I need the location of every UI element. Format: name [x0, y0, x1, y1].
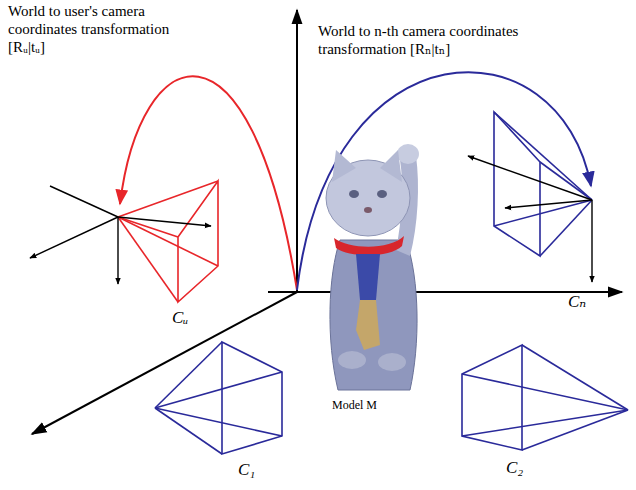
camera-axis [468, 156, 592, 200]
model-bib [356, 254, 380, 300]
camera-axis [117, 217, 118, 284]
camera-frustum-face [222, 342, 282, 454]
nth-camera [494, 112, 592, 256]
model-ear [380, 150, 402, 182]
model-foot [338, 351, 366, 369]
model-nose [364, 207, 372, 213]
transform-label: World to n-th camera coordinates transfo… [318, 22, 600, 58]
camera-1 [155, 342, 282, 454]
camera-axis [118, 217, 211, 226]
frustum-edge [155, 372, 282, 408]
model-foot [378, 353, 406, 371]
camera-label: Cₙ [568, 292, 586, 312]
camera-frustum-face [178, 181, 218, 302]
camera-label: C₁ [238, 460, 255, 480]
camera-label: Cᵤ [172, 308, 188, 328]
cat-model [326, 144, 419, 390]
camera-2 [462, 345, 628, 450]
frustum-edge [540, 200, 592, 256]
frustum-edge [155, 408, 222, 454]
camera-axis [30, 217, 118, 258]
camera-axis [505, 200, 592, 208]
frustum-edge [462, 374, 628, 410]
camera-label: C₂ [506, 458, 523, 478]
frustum-edge [494, 112, 592, 200]
frustum-edge [522, 410, 628, 450]
frustum-edge [118, 217, 218, 266]
user-camera [118, 181, 218, 302]
frustum-edge [522, 345, 628, 410]
model-eye [377, 190, 387, 198]
model-ear [332, 150, 356, 182]
frustum-edge [462, 410, 628, 436]
frustum-edge [118, 217, 178, 302]
frustum-edge [494, 200, 592, 226]
camera-axis [591, 200, 592, 282]
model-collar [334, 236, 404, 255]
z-axis [32, 292, 297, 434]
model-body [330, 240, 417, 390]
world-axes [32, 10, 622, 434]
model-label: Model M [332, 398, 377, 412]
user-camera-axes [30, 186, 211, 284]
frustum-edge [540, 162, 592, 200]
nth-camera-axes [468, 156, 592, 282]
model-coin [356, 300, 380, 350]
camera-axis [50, 186, 118, 217]
y-axis [296, 10, 298, 292]
frustum-edge [118, 181, 218, 217]
model-eye [349, 190, 359, 198]
model-paw-tip [397, 144, 419, 164]
transform-label: World to user's camera coordinates trans… [8, 2, 200, 56]
